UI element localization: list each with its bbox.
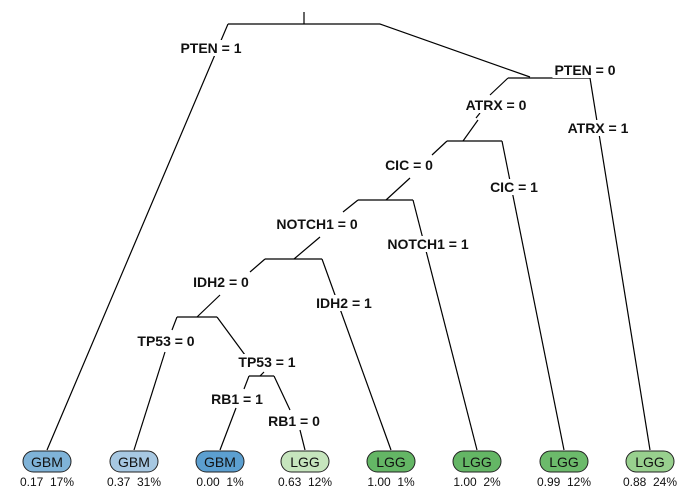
split-label-bg (209, 391, 266, 407)
split-label-bg (236, 354, 298, 370)
leaf-box (452, 450, 502, 473)
leaf-class-label: LGG (290, 454, 320, 470)
split-label-bg (463, 97, 529, 113)
split-label-rb1: RB1 = 1 (211, 391, 263, 407)
leaf-box (22, 450, 72, 473)
split-label-notch0: NOTCH1 = 0 (276, 216, 358, 232)
cic0-stem (385, 177, 411, 201)
leaf-box (366, 450, 416, 473)
leaf-stats-label: 1.00 1% (367, 475, 415, 489)
split-label-tp0: TP53 = 0 (137, 333, 194, 349)
leaf-stats-label: 0.99 12% (537, 475, 591, 489)
leaf-node: GBM 0.17 17% (20, 450, 74, 489)
edge-pten0-a (379, 23, 531, 78)
leaf-node: LGG 0.88 24% (623, 450, 677, 489)
leaf-class-label: GBM (31, 454, 63, 470)
split-label-bg (488, 179, 541, 195)
split-label-atrx0: ATRX = 0 (466, 97, 527, 113)
split-label-cic1: CIC = 1 (490, 179, 538, 195)
split-label-pten0: PTEN = 0 (554, 62, 615, 78)
leaf-node: LGG 0.99 12% (537, 450, 591, 489)
edge-rb1 (219, 407, 237, 451)
leaf-stats-label: 0.00 1% (196, 475, 244, 489)
edge-cic0-a (431, 140, 448, 156)
leaf-node: LGG 1.00 2% (452, 450, 502, 489)
leaf-stats-label: 0.17 17% (20, 475, 74, 489)
edge-rb0 (299, 429, 306, 451)
leaf-stats-label: 1.00 2% (453, 475, 501, 489)
leaf-class-label: LGG (635, 454, 665, 470)
split-label-bg (383, 157, 436, 173)
edge-atrx0-a (489, 77, 509, 96)
split-label-bg (385, 236, 471, 252)
split-label-idh1: IDH2 = 1 (316, 295, 372, 311)
split-label-bg (191, 274, 252, 290)
leaf-class-label: GBM (204, 454, 236, 470)
edge-tp0-a (171, 316, 178, 331)
edge-idh0-a (249, 258, 266, 273)
leaf-stats-label: 0.37 31% (107, 475, 161, 489)
split-label-cic0: CIC = 0 (385, 157, 433, 173)
split-label-rb0: RB1 = 0 (268, 413, 320, 429)
split-labels: PTEN = 1 PTEN = 0 ATRX = 0 ATRX = 1 CIC = 0 C… (135, 40, 631, 429)
split-label-bg (266, 413, 323, 429)
edge-rb0-a (273, 375, 291, 411)
split-label-tp1: TP53 = 1 (238, 354, 295, 370)
split-label-pten1: PTEN = 1 (180, 40, 241, 56)
atrx0-stem (462, 119, 479, 142)
split-label-bg (274, 216, 360, 232)
leaf-stats-label: 0.63 12% (278, 475, 332, 489)
leaf-node: LGG 0.63 12% (278, 450, 332, 489)
split-label-bg (552, 62, 618, 78)
edge-atrx0-b (475, 112, 481, 119)
split-label-idh0: IDH2 = 0 (193, 274, 249, 290)
idh0-stem (196, 294, 221, 318)
leaf-class-label: LGG (376, 454, 406, 470)
leaf-box (625, 450, 675, 473)
leaf-node: GBM 0.00 1% (195, 450, 245, 489)
leaf-class-label: LGG (549, 454, 579, 470)
leaf-box (109, 450, 159, 473)
leaf-class-label: LGG (462, 454, 492, 470)
edge-atrx1 (589, 77, 651, 451)
split-label-bg (135, 333, 197, 349)
leaf-box (539, 450, 589, 473)
edge-tp53-1 (216, 316, 246, 356)
leaf-class-label: GBM (118, 454, 150, 470)
leaf-nodes: GBM 0.17 17% GBM 0.37 31% GBM 0.00 1% LGG 0.63 … (20, 450, 677, 489)
leaf-node: LGG 1.00 1% (366, 450, 416, 489)
edge-rb1-a (243, 375, 250, 390)
notch0-stem (293, 236, 321, 260)
tp1-stem (259, 371, 265, 377)
leaf-node: GBM 0.37 31% (107, 450, 161, 489)
split-label-atrx1: ATRX = 1 (568, 120, 629, 136)
leaf-box (195, 450, 245, 473)
split-label-bg (178, 40, 244, 56)
split-label-notch1: NOTCH1 = 1 (387, 236, 469, 252)
edge-notch0-a (342, 199, 359, 213)
edge-idh1 (321, 258, 392, 451)
edge-tp53-0 (133, 351, 166, 451)
split-label-bg (565, 120, 631, 136)
leaf-box (280, 450, 330, 473)
split-label-bg (314, 295, 375, 311)
leaf-stats-label: 0.88 24% (623, 475, 677, 489)
edge-pten1 (46, 23, 229, 451)
